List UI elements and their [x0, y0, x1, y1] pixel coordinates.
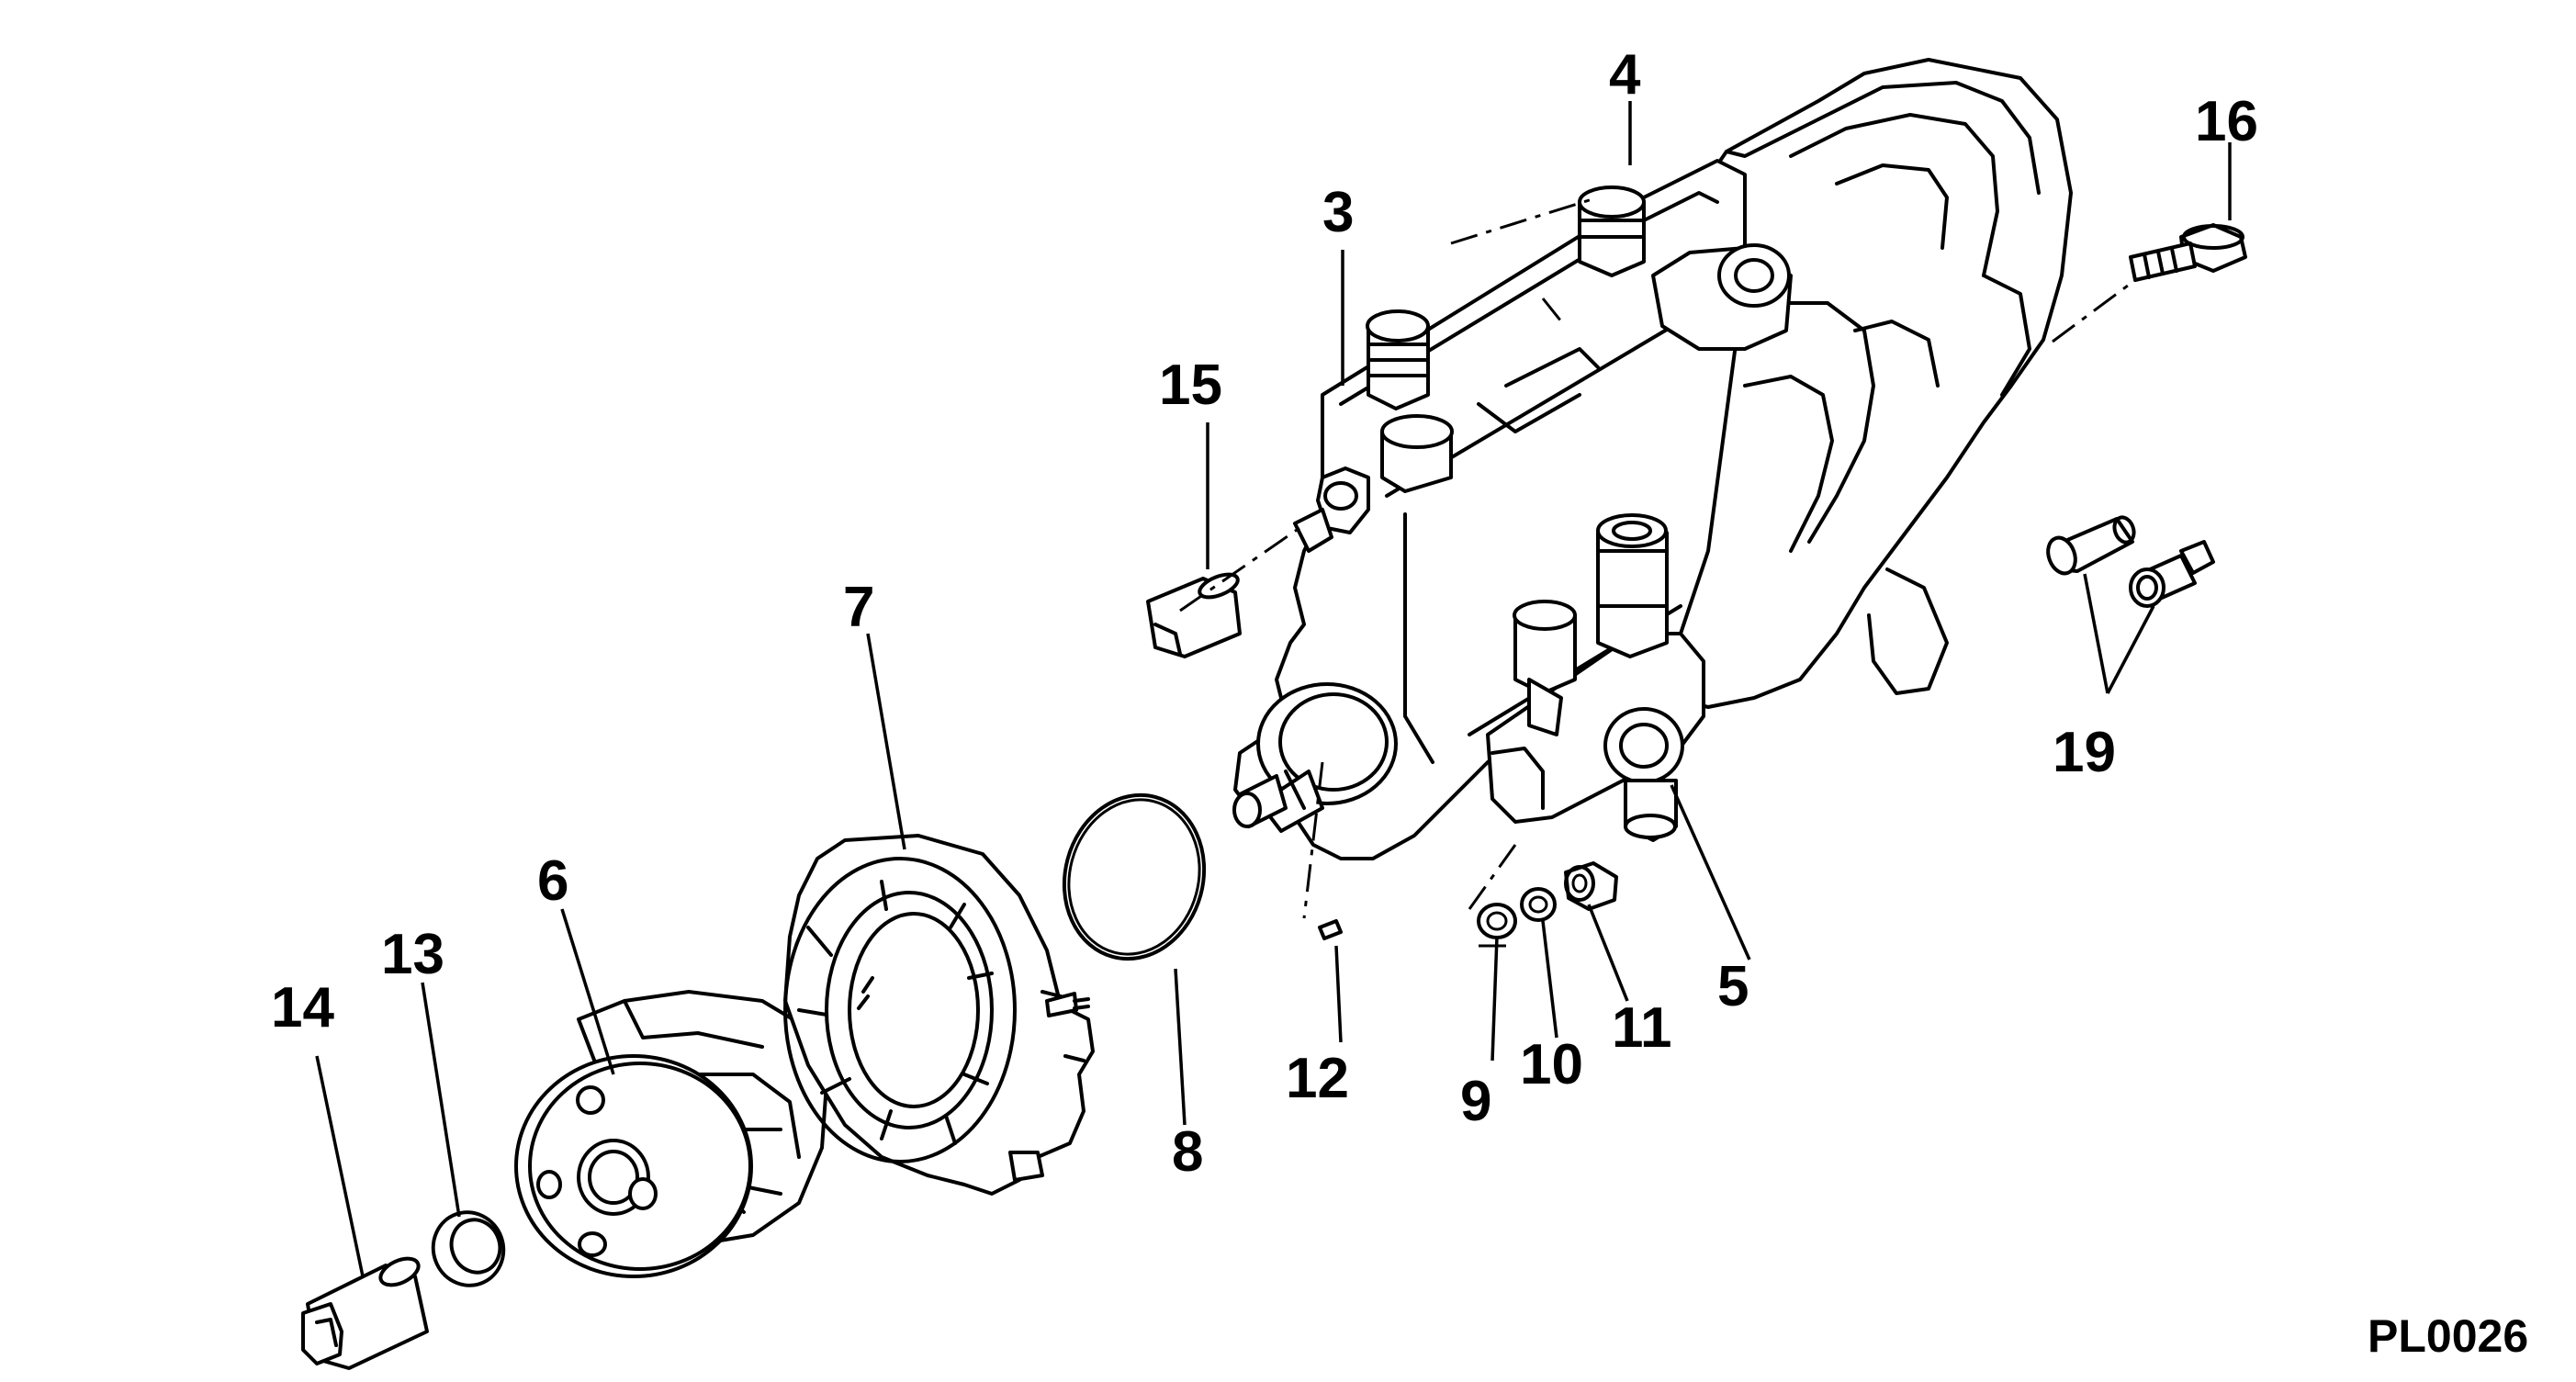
- part-11-sleeve: [1564, 861, 1618, 911]
- label-part-19: 19: [2053, 721, 2116, 784]
- delivery-valve-fittings: [1366, 185, 1793, 493]
- part-number-labels: 4 3 16 15 7 6 13 14 8 12 9 10 11 5 19 PL…: [271, 43, 2528, 1362]
- part-3-governor-body: [1233, 159, 1747, 860]
- assembly-lines: [1179, 196, 2136, 948]
- part-5-feed-pump: [1486, 513, 1705, 842]
- label-part-12: 12: [1286, 1047, 1349, 1110]
- part-7-flange-housing: [783, 834, 1095, 1196]
- label-part-15: 15: [1159, 354, 1222, 417]
- label-part-11: 11: [1612, 996, 1672, 1060]
- part-8-o-ring: [1062, 792, 1207, 961]
- label-part-7: 7: [843, 576, 874, 639]
- label-part-4: 4: [1609, 43, 1641, 107]
- part-10-washer: [1520, 887, 1557, 922]
- part-16-bolt: [2129, 223, 2247, 282]
- label-part-14: 14: [271, 976, 334, 1039]
- label-part-13: 13: [381, 923, 444, 986]
- part-6-drive-gear: [514, 990, 828, 1278]
- leader-lines: [315, 101, 2232, 1277]
- label-part-5: 5: [1717, 955, 1749, 1018]
- part-13-washer: [431, 1210, 506, 1287]
- label-part-9: 9: [1460, 1070, 1491, 1133]
- label-part-6: 6: [537, 849, 568, 913]
- part-15-fitting-on-body: [1293, 466, 1370, 553]
- part-15-cap: [1146, 572, 1242, 658]
- drive-shaft: [1232, 682, 1398, 833]
- part-12-key: [1318, 919, 1343, 940]
- label-part-16: 16: [2195, 90, 2258, 153]
- label-part-10: 10: [1520, 1033, 1583, 1096]
- label-part-8: 8: [1172, 1120, 1203, 1184]
- label-part-3: 3: [1322, 181, 1354, 244]
- part-9-washer: [1477, 903, 1517, 939]
- part-14-nut: [301, 1256, 429, 1370]
- drawing-code: PL0026: [2368, 1310, 2528, 1362]
- part-19-pins: [2046, 515, 2215, 608]
